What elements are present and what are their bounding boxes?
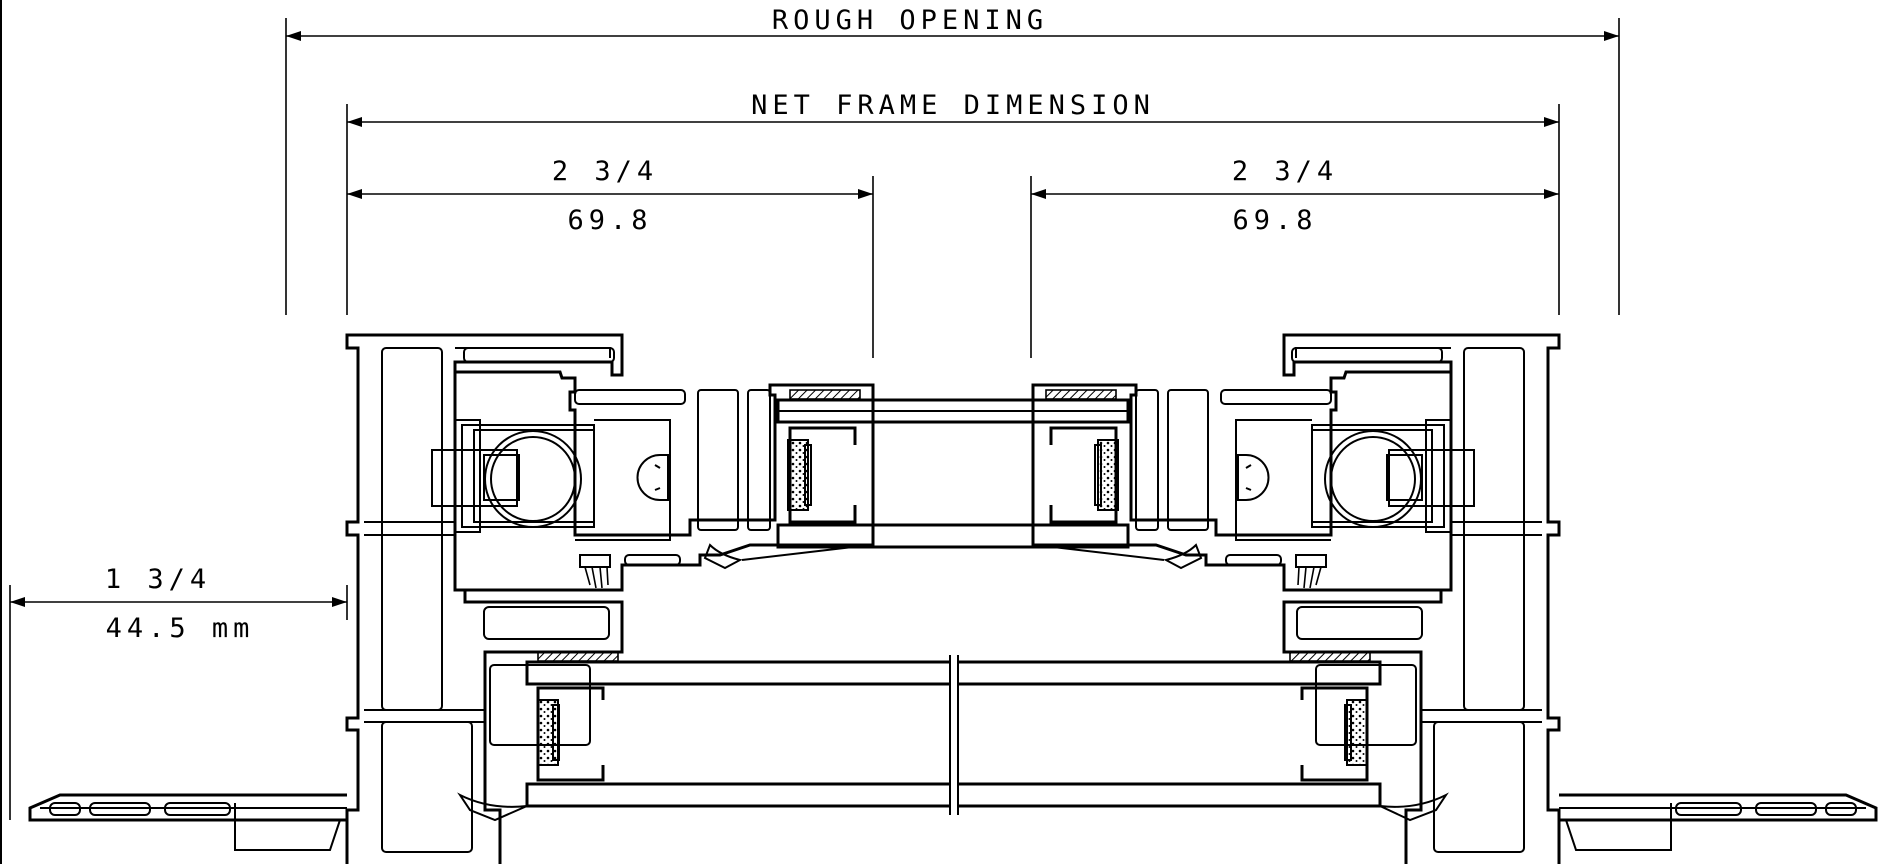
upper-glass-unit [776,398,1130,549]
left-sash-profile [431,370,875,592]
right-frame-profile [1282,333,1561,864]
lower-glass-unit [457,651,1449,822]
left-sash-imperial: 2 3/4 [552,156,658,187]
left-upper-glazing-tape [789,389,861,400]
left-sash-metric: 69.8 [567,205,652,236]
right-upper-glazing-tape [1045,389,1117,400]
right-sash-profile [1031,370,1475,592]
left-nail-fin [28,793,347,851]
left-sash-dimension: 2 3/4 69.8 [347,156,874,358]
nail-fin-dimension: 1 3/4 44.5 mm [9,564,348,820]
right-sash-imperial: 2 3/4 [1232,156,1338,187]
right-nail-fin [1559,793,1878,851]
rough-opening-dimension: ROUGH OPENING [285,5,1620,315]
left-frame-profile [345,333,624,864]
rough-opening-label: ROUGH OPENING [772,5,1048,36]
nail-fin-imperial: 1 3/4 [105,564,211,595]
nail-fin-metric: 44.5 mm [106,613,255,644]
right-sash-dimension: 2 3/4 69.8 [1030,156,1559,358]
net-frame-label: NET FRAME DIMENSION [751,90,1155,121]
net-frame-dimension: NET FRAME DIMENSION [346,90,1560,315]
right-sash-metric: 69.8 [1232,205,1317,236]
